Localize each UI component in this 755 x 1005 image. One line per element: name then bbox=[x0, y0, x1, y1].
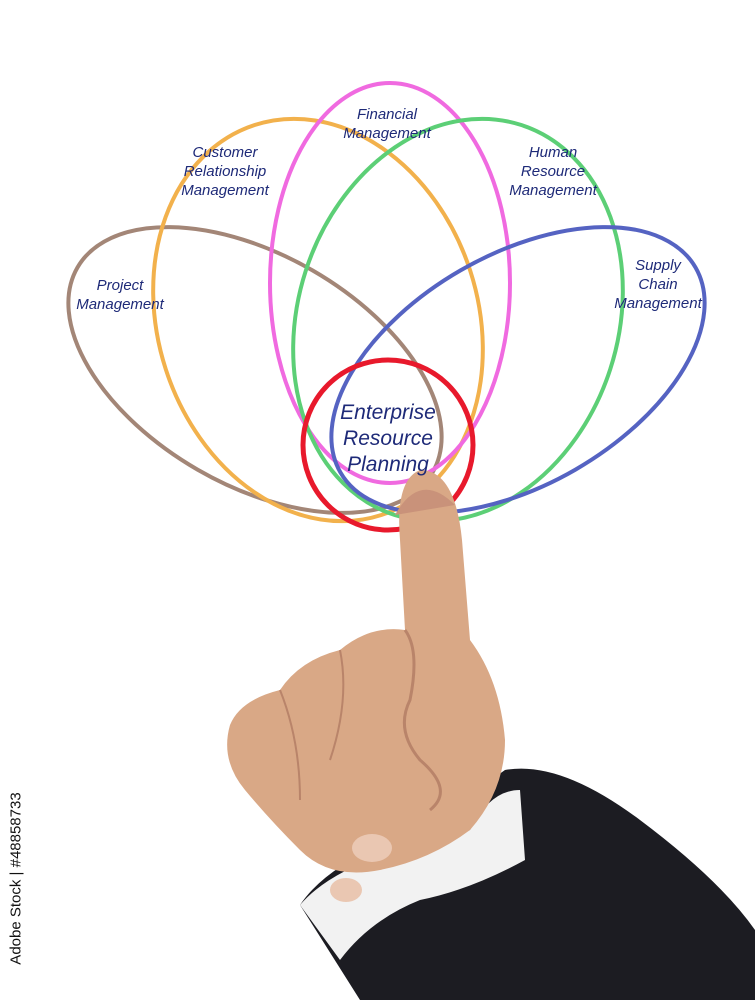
petal-human-resource-management bbox=[291, 116, 625, 524]
petal-label-human-resource-management: Human Resource Management bbox=[509, 144, 597, 199]
petal-financial-management bbox=[268, 81, 512, 485]
stock-id-watermark: Adobe Stock | #48858733 bbox=[4, 770, 26, 990]
petal-supply-chain-management bbox=[329, 225, 707, 515]
petal-group bbox=[66, 81, 707, 524]
petal-label-supply-chain-management: Supply Chain Management bbox=[614, 257, 702, 312]
petal-label-project-management: Project Management bbox=[76, 277, 164, 313]
petal-label-customer-relationship-management: Customer Relationship Management bbox=[181, 144, 269, 199]
stock-id-text: Adobe Stock | #48858733 bbox=[7, 792, 25, 965]
center-label-erp: Enterprise Resource Planning bbox=[340, 401, 436, 476]
petal-label-financial-management: Financial Management bbox=[343, 106, 431, 142]
petal-project-management bbox=[66, 225, 444, 515]
petal-customer-relationship-management bbox=[151, 116, 485, 524]
pointing-hand-illustration bbox=[227, 470, 755, 1000]
center-circle-erp bbox=[300, 357, 476, 533]
